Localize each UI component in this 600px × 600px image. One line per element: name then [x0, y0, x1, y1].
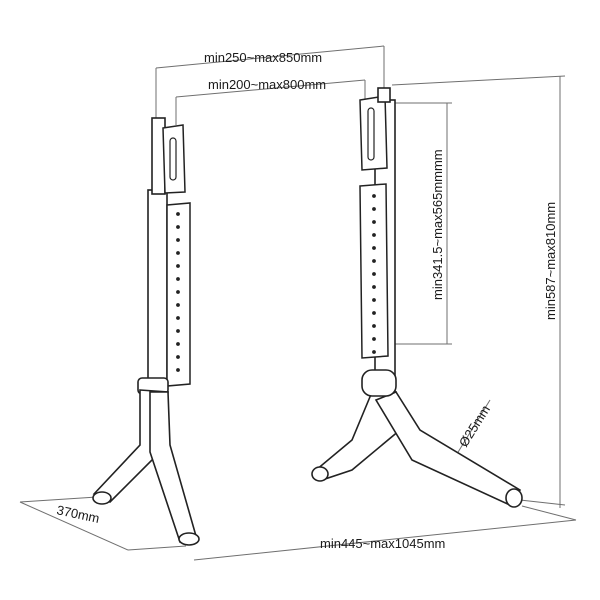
right-plate-hole [372, 298, 376, 302]
left-plate-hole [176, 329, 180, 333]
right-plate-hole [372, 311, 376, 315]
left-slot-bracket [162, 124, 186, 194]
left-plate-hole [176, 316, 180, 320]
right-plate-hole [372, 285, 376, 289]
left-plate-hole [176, 238, 180, 242]
left-mount-plate [166, 202, 191, 387]
right-plate-hole [372, 259, 376, 263]
right-plate-hole [372, 194, 376, 198]
right-plate-hole [372, 350, 376, 354]
dimension-lines [19, 45, 577, 561]
right-plate-hole [372, 207, 376, 211]
outer-width-label: min250~max850mm [204, 50, 322, 65]
left-stand [92, 117, 200, 546]
mount-holes [176, 194, 376, 372]
left-plate-hole [176, 290, 180, 294]
left-plate-hole [176, 225, 180, 229]
bracket-range-label: min341.5~max565mmmm [430, 149, 445, 300]
left-plate-hole [176, 303, 180, 307]
total-height-label: min587~max810mm [543, 202, 558, 320]
left-plate-hole [176, 342, 180, 346]
tube-diameter-label: Ø25mm [456, 402, 493, 449]
right-plate-hole [372, 324, 376, 328]
base-span-label: min445~max1045mm [320, 536, 445, 551]
left-plate-hole [176, 355, 180, 359]
left-back-leg [149, 391, 197, 544]
left-plate-hole [176, 251, 180, 255]
right-back-leg [374, 391, 522, 508]
right-mount-plate [359, 183, 389, 359]
right-plate-hole [372, 220, 376, 224]
right-stand [311, 87, 523, 508]
depth-label: 370mm [55, 502, 101, 526]
left-plate-hole [176, 264, 180, 268]
left-plate-hole [176, 368, 180, 372]
left-plate-hole [176, 277, 180, 281]
right-plate-hole [372, 337, 376, 341]
left-plate-hole [176, 212, 180, 216]
inner-width-label: min200~max800mm [208, 77, 326, 92]
right-plate-hole [372, 272, 376, 276]
left-pole [147, 189, 168, 389]
right-plate-hole [372, 233, 376, 237]
right-plate-hole [372, 246, 376, 250]
